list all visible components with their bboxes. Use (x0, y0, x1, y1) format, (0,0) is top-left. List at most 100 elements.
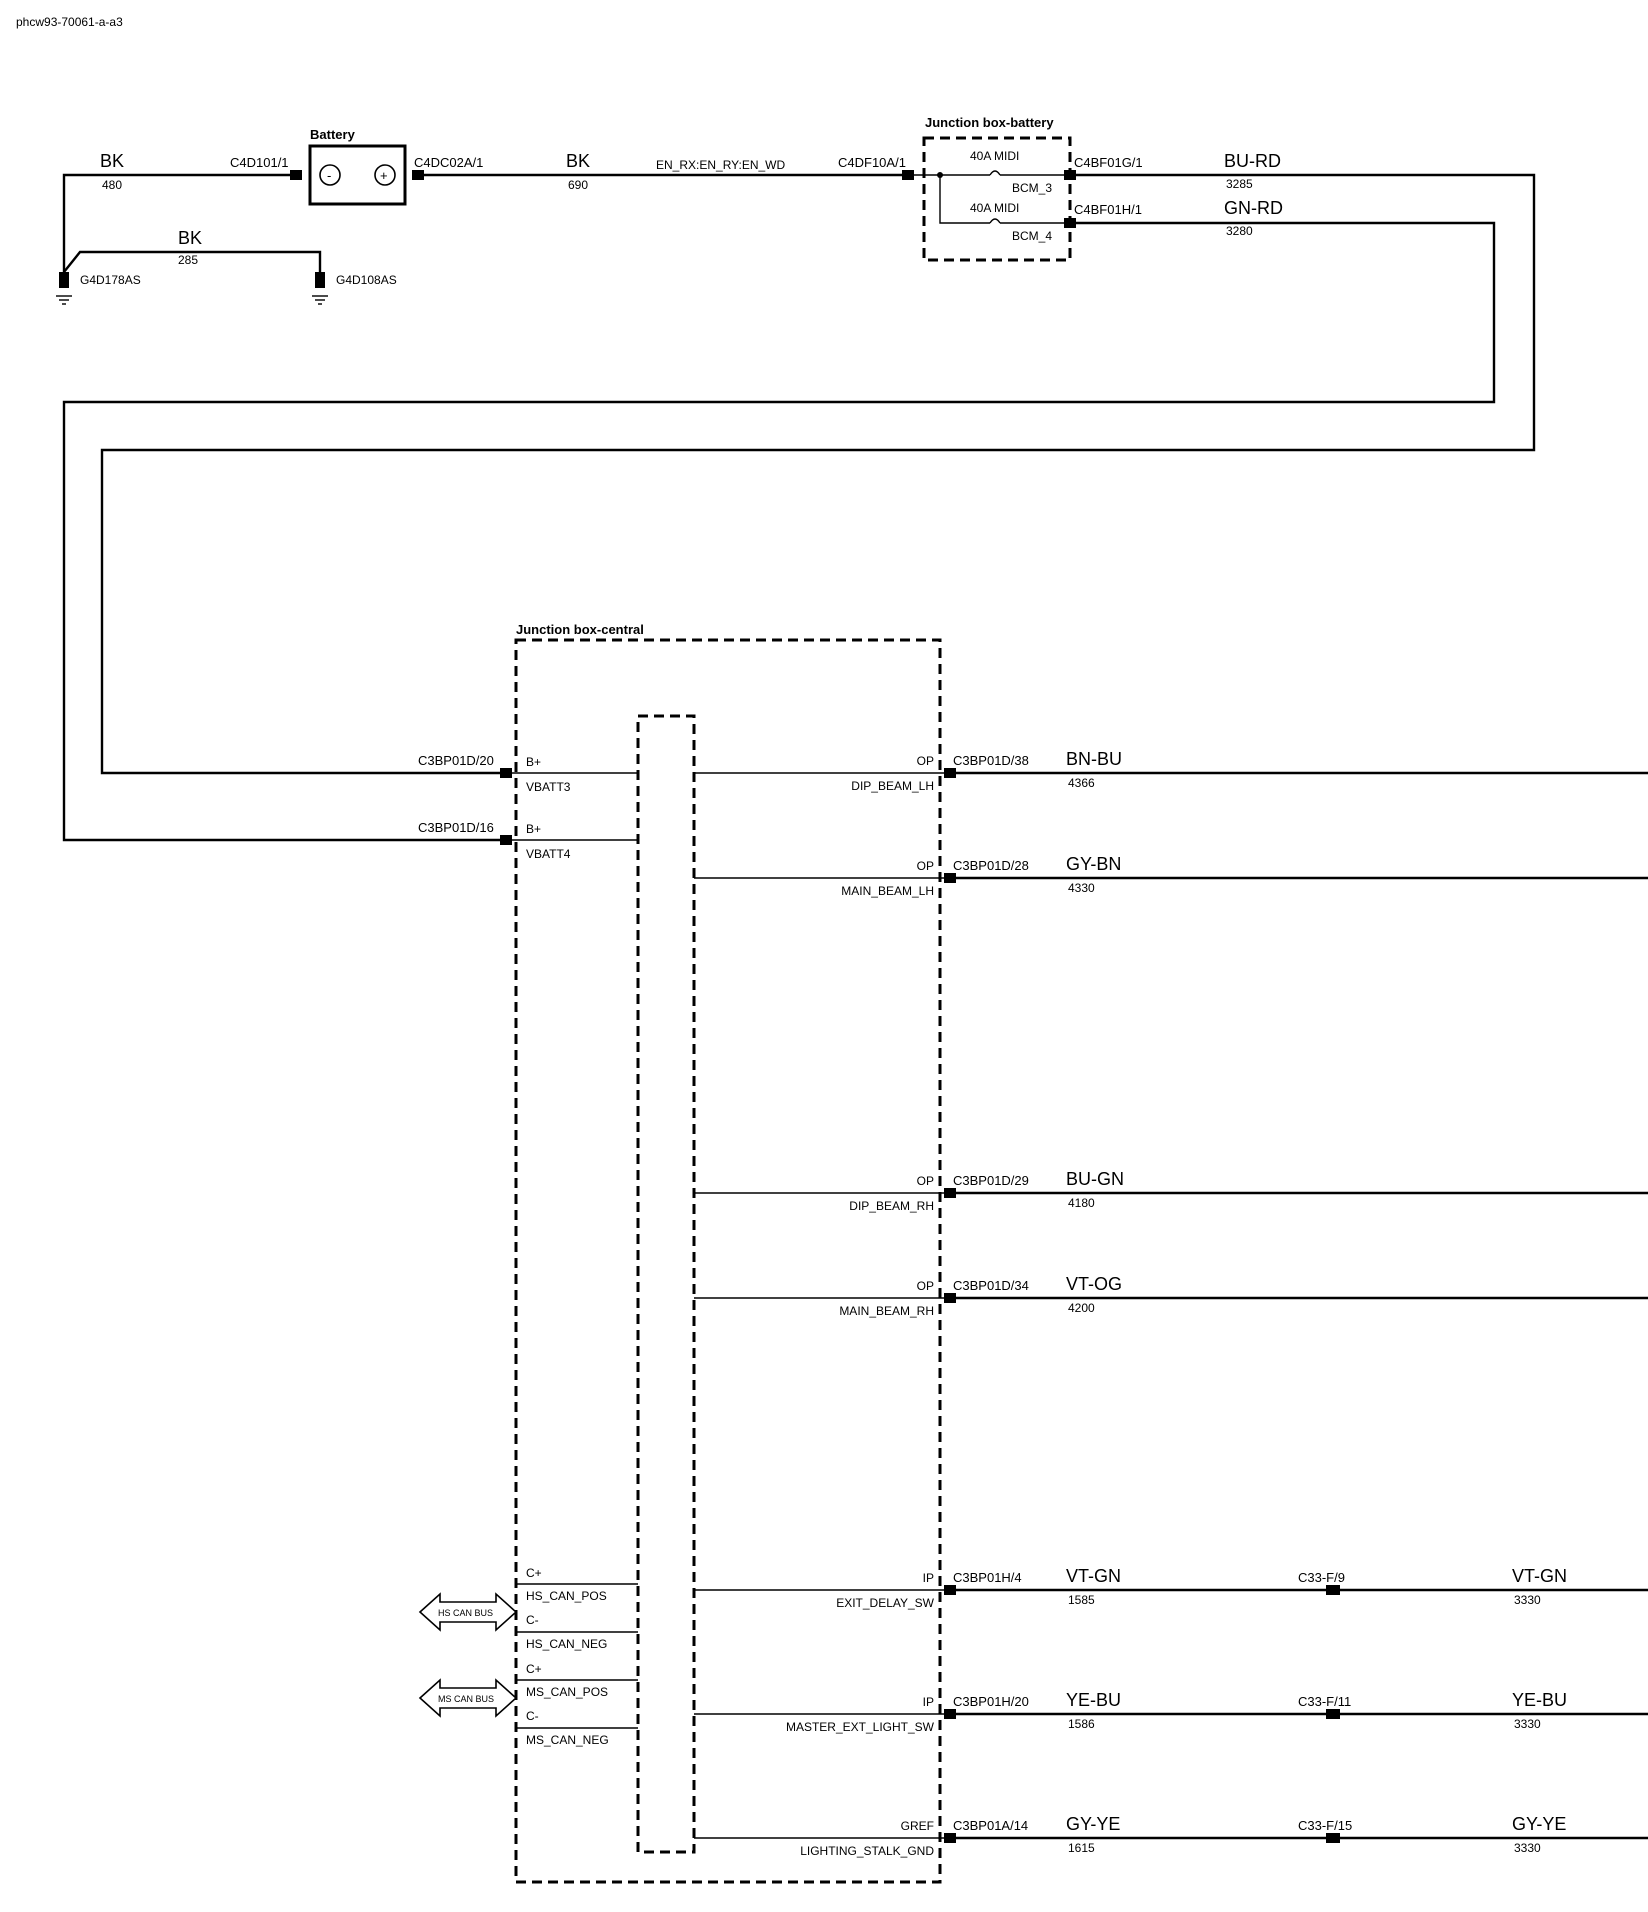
jb-battery-input-connector-icon (902, 170, 914, 180)
battery-pos-wire-no: 690 (568, 178, 588, 192)
input-1-signal: VBATT3 (526, 780, 571, 794)
ms-can-neg-pin: C- (526, 1709, 539, 1723)
inline-connector: C33-F/15 (1298, 1818, 1352, 1833)
junction-box-central: Junction box-central C3BP01D/20 B+ VBATT… (418, 622, 942, 1884)
output-connector: C3BP01D/38 (953, 753, 1029, 768)
output-pin-type: OP (917, 1279, 934, 1293)
ground-bridge-no: 285 (178, 253, 198, 267)
input-2-signal: VBATT4 (526, 847, 571, 861)
output-pin-type: OP (917, 1174, 934, 1188)
battery-neg-connector-icon (290, 170, 302, 180)
battery-minus-icon (319, 164, 341, 186)
output-connector-icon (944, 1188, 956, 1198)
input-1-connector: C3BP01D/20 (418, 753, 494, 768)
hs-can-neg-signal: HS_CAN_NEG (526, 1637, 607, 1651)
output-wire-no-2: 3330 (1514, 1593, 1541, 1607)
jb-battery-out2-connector: C4BF01H/1 (1074, 202, 1142, 217)
output-wire-color-2: GY-YE (1512, 1814, 1566, 1834)
output-connector-icon (944, 1833, 956, 1843)
jb-battery-out2-color: GN-RD (1224, 198, 1283, 218)
input-2-connector: C3BP01D/16 (418, 820, 494, 835)
output-connector: C3BP01A/14 (953, 1818, 1028, 1833)
output-connector: C3BP01H/20 (953, 1694, 1029, 1709)
battery-pos-wire-color: BK (566, 151, 590, 171)
inline-connector: C33-F/9 (1298, 1570, 1345, 1585)
wire-gn-rd (62, 221, 1496, 842)
battery-plus-icon (374, 164, 396, 186)
fuse-1-rating: 40A MIDI (970, 149, 1019, 163)
output-wire-color: BU-GN (1066, 1169, 1124, 1189)
ms-can-bus-arrow-icon (418, 1678, 518, 1718)
output-wire-color-2: YE-BU (1512, 1690, 1567, 1710)
hs-can-bus-label: HS CAN BUS (438, 1608, 493, 1618)
battery-title: Battery (310, 127, 356, 142)
output-wire-color: GY-YE (1066, 1814, 1120, 1834)
ms-can-pos-signal: MS_CAN_POS (526, 1685, 608, 1699)
jb-central-title: Junction box-central (516, 622, 644, 637)
hs-can-neg-pin: C- (526, 1613, 539, 1627)
output-wire-color: BN-BU (1066, 749, 1122, 769)
jb-battery-out1-connector: C4BF01G/1 (1074, 155, 1143, 170)
fuse-2-rating: 40A MIDI (970, 201, 1019, 215)
jb-battery-out1-color: BU-RD (1224, 151, 1281, 171)
inline-connector: C33-F/11 (1298, 1694, 1351, 1709)
output-signal: MAIN_BEAM_LH (841, 884, 934, 898)
output-wire-no: 4180 (1068, 1196, 1095, 1210)
inline-connector-icon (1326, 1833, 1340, 1843)
output-pin-type: IP (923, 1695, 934, 1709)
battery-section: BK 480 C4D101/1 Battery - + C4DC02A/1 BK… (56, 127, 910, 305)
ground-1-label: G4D178AS (80, 273, 141, 287)
battery-neg-connector: C4D101/1 (230, 155, 289, 170)
inline-connector-icon (1326, 1709, 1340, 1719)
output-wire-color-2: VT-GN (1512, 1566, 1567, 1586)
output-pin-type: IP (923, 1571, 934, 1585)
jb-battery-title: Junction box-battery (925, 115, 1054, 130)
output-connector: C3BP01H/4 (953, 1570, 1022, 1585)
output-wire-no: 4366 (1068, 776, 1095, 790)
jb-battery-input-connector: C4DF10A/1 (838, 155, 906, 170)
output-wire-color: VT-OG (1066, 1274, 1122, 1294)
input-2-pin: B+ (526, 822, 541, 836)
fuse-icon (989, 218, 1001, 224)
output-signal: DIP_BEAM_RH (849, 1199, 934, 1213)
battery-pos-connector: C4DC02A/1 (414, 155, 483, 170)
hs-can-pos-signal: HS_CAN_POS (526, 1589, 607, 1603)
ground-icon (312, 272, 328, 305)
fuse-2-name: BCM_4 (1012, 229, 1052, 243)
output-wire-color: GY-BN (1066, 854, 1121, 874)
output-connector-icon (944, 873, 956, 883)
jb-battery-boundary (922, 136, 1072, 262)
output-wire-no: 4330 (1068, 881, 1095, 895)
hs-can-pos-pin: C+ (526, 1566, 542, 1580)
page-ref: phcw93-70061-a-a3 (16, 15, 123, 29)
output-connector-icon (944, 1709, 956, 1719)
output-wire-color: YE-BU (1066, 1690, 1121, 1710)
output-connector-icon (944, 1293, 956, 1303)
junction-box-battery: Junction box-battery C4DF10A/1 40A MIDI … (838, 115, 1283, 262)
fuse-1-name: BCM_3 (1012, 181, 1052, 195)
jb-battery-out2-connector-icon (1064, 218, 1076, 228)
output-connector-icon (944, 768, 956, 778)
fuse-icon (989, 170, 1001, 176)
output-connector: C3BP01D/29 (953, 1173, 1029, 1188)
output-signal: EXIT_DELAY_SW (836, 1596, 934, 1610)
ms-can-neg-signal: MS_CAN_NEG (526, 1733, 609, 1747)
input-connector-icon (500, 835, 512, 845)
ms-can-bus-label: MS CAN BUS (438, 1694, 494, 1704)
jb-battery-out2-no: 3280 (1226, 224, 1253, 238)
output-signal: MASTER_EXT_LIGHT_SW (786, 1720, 935, 1734)
output-wire-no: 1586 (1068, 1717, 1095, 1731)
output-wire-no: 1585 (1068, 1593, 1095, 1607)
ground-bridge-color: BK (178, 228, 202, 248)
battery-plus-symbol: + (380, 168, 388, 183)
jb-central-boundary (514, 638, 942, 1884)
battery-neg-wire-color: BK (100, 151, 124, 171)
input-1-pin: B+ (526, 755, 541, 769)
output-signal: MAIN_BEAM_RH (839, 1304, 934, 1318)
output-signal: LIGHTING_STALK_GND (800, 1844, 934, 1858)
output-signal: DIP_BEAM_LH (851, 779, 934, 793)
output-pin-type: GREF (901, 1819, 934, 1833)
jb-central-inner-module (636, 714, 696, 1854)
output-connector-icon (944, 1585, 956, 1595)
